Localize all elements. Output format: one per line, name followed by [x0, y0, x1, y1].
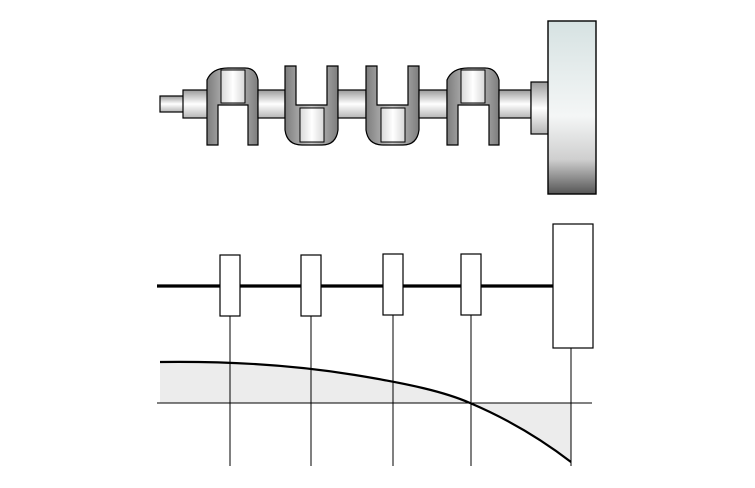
crankshaft-nose [159, 95, 186, 113]
flywheel-flange [530, 81, 550, 135]
crank-web [446, 67, 500, 146]
mode-shape-fill [160, 361, 470, 403]
inertia-disk-2 [300, 254, 322, 317]
crank-pin [220, 69, 246, 104]
main-journal [182, 89, 210, 119]
main-journal [337, 89, 367, 119]
crank-web [284, 65, 339, 146]
crank-throw-2 [284, 65, 339, 146]
crank-pin [460, 69, 486, 104]
mode-shape-curve [159, 360, 572, 463]
flywheel-disk [552, 223, 594, 349]
mode-shape-plot [157, 315, 592, 466]
crankshaft-illustration [159, 20, 597, 195]
crank-throw-4 [446, 67, 500, 146]
main-journal [498, 89, 532, 119]
flywheel [547, 20, 597, 195]
crank-web [365, 65, 420, 146]
crank-throw-3 [365, 65, 420, 146]
main-journal [418, 89, 448, 119]
crank-pin [380, 107, 406, 143]
main-journal [257, 89, 286, 119]
inertia-disk-3 [382, 253, 404, 316]
inertia-disk-4 [460, 253, 482, 316]
crank-throw-1 [206, 67, 259, 146]
mode-shape-fill [470, 403, 571, 462]
lumped-model [157, 223, 594, 349]
inertia-disk-1 [219, 254, 241, 317]
crank-pin [299, 107, 325, 143]
